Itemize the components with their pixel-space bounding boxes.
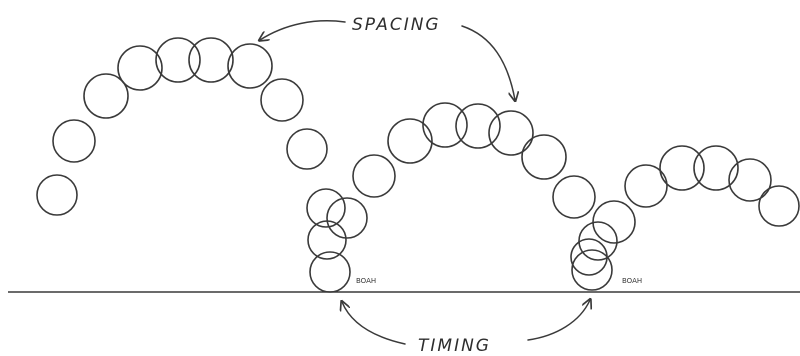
ball-frame [388,119,432,163]
ball-frame [759,186,799,226]
spacing-arrow-right [462,26,515,100]
ball-frame [694,146,738,190]
timing-arrow-left [342,302,405,344]
ball-frame [37,175,77,215]
ball-frame [156,38,200,82]
ball-frame [456,104,500,148]
contact-label-1: BOAH [356,277,376,285]
ball-frame [553,176,595,218]
spacing-label: SPACING [352,15,441,35]
ball-frame [489,111,533,155]
bounce-arc-3 [625,146,799,226]
timing-arrow-right [528,300,590,340]
ball-frame [572,250,612,290]
bounce-arc-1 [37,38,327,215]
timing-label: TIMING [418,336,491,356]
ball-frame [189,38,233,82]
spacing-arrow-left [260,21,345,40]
ball-frame [353,155,395,197]
ball-frame [228,44,272,88]
bounce-arc-2 [353,103,595,218]
ball-frame [660,146,704,190]
ball-frame [287,129,327,169]
ball-frame [327,198,367,238]
ball-frame [118,46,162,90]
contact-label-2: BOAH [622,277,642,285]
ball-frame [522,135,566,179]
ball-frame [261,79,303,121]
ball-frame [53,120,95,162]
